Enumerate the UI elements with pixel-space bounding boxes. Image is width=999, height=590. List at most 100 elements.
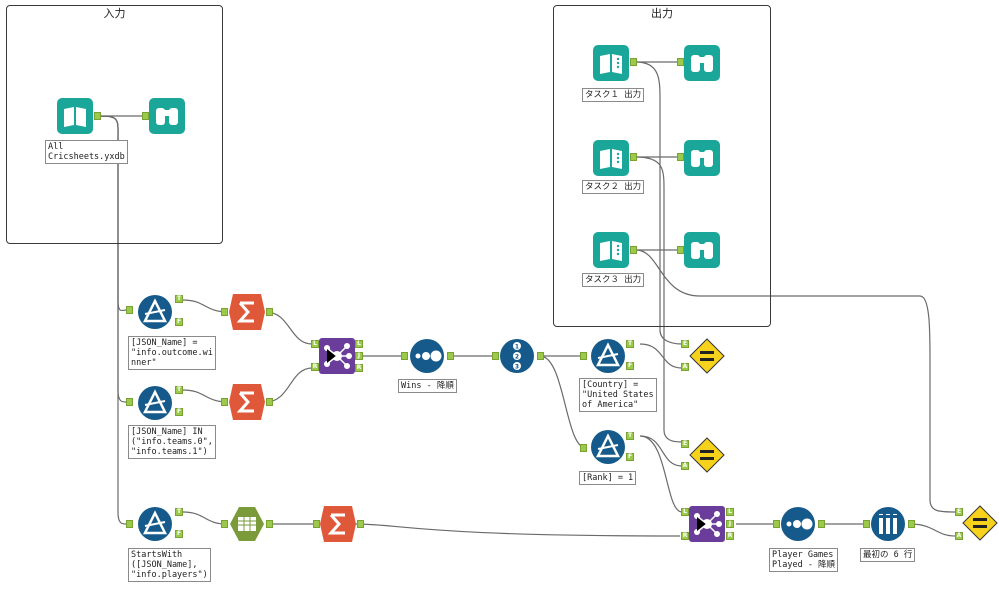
filter1-true-anchor[interactable]: T bbox=[175, 295, 183, 303]
filter1-false-anchor[interactable]: F bbox=[175, 318, 183, 326]
input-file-caption: All Cricsheets.yxdb bbox=[45, 140, 128, 164]
test-tool-2[interactable] bbox=[689, 437, 725, 473]
join2-left-anchor[interactable]: L bbox=[681, 508, 689, 516]
filter3-input-anchor[interactable] bbox=[126, 520, 133, 528]
output-input-tool-1[interactable] bbox=[593, 45, 629, 81]
join2-l-output-anchor[interactable]: L bbox=[726, 508, 734, 516]
output-input-tool-3[interactable] bbox=[593, 232, 629, 268]
sort-tool-1[interactable] bbox=[409, 338, 445, 374]
sample-caption: 最初の 6 行 bbox=[860, 548, 916, 562]
join1-r-output-anchor[interactable]: R bbox=[355, 364, 363, 372]
test3-actual-anchor[interactable]: A bbox=[955, 532, 963, 540]
summarize-tool-3[interactable] bbox=[320, 506, 356, 542]
filter-tool-1[interactable] bbox=[137, 294, 173, 330]
filter2-false-anchor[interactable]: F bbox=[175, 408, 183, 416]
test-tool-3[interactable] bbox=[962, 505, 998, 541]
summarize2-input-anchor[interactable] bbox=[221, 398, 228, 406]
browse-anchor-3[interactable] bbox=[677, 246, 684, 254]
sort-icon bbox=[781, 507, 815, 541]
filter-tool-4[interactable] bbox=[590, 338, 626, 374]
browse-anchor-1[interactable] bbox=[677, 58, 684, 66]
join1-right-anchor[interactable]: R bbox=[311, 363, 319, 371]
filter5-true-anchor[interactable]: T bbox=[626, 432, 634, 440]
input-data-tool[interactable] bbox=[57, 98, 93, 134]
sort2-output-anchor[interactable] bbox=[818, 520, 825, 528]
filter1-caption: [JSON_Name] = "info.outcome.wi nner" bbox=[128, 336, 216, 370]
binoculars-icon bbox=[684, 232, 720, 268]
join-tool-1[interactable] bbox=[319, 338, 355, 374]
summarize2-output-anchor[interactable] bbox=[266, 398, 273, 406]
filter4-false-anchor[interactable]: F bbox=[626, 362, 634, 370]
output-container-title: 出力 bbox=[651, 7, 673, 20]
join1-left-anchor[interactable]: L bbox=[311, 340, 319, 348]
filter2-true-anchor[interactable]: T bbox=[175, 386, 183, 394]
equals-diamond-icon bbox=[962, 505, 998, 541]
filter4-true-anchor[interactable]: T bbox=[626, 340, 634, 348]
browse-tool-2[interactable] bbox=[684, 140, 720, 176]
filter-icon bbox=[138, 386, 172, 420]
summarize1-input-anchor[interactable] bbox=[221, 308, 228, 316]
join-icon bbox=[319, 338, 355, 374]
summarize3-input-anchor[interactable] bbox=[313, 520, 320, 528]
join2-j-output-anchor[interactable]: J bbox=[726, 520, 734, 528]
test1-actual-anchor[interactable]: A bbox=[681, 363, 689, 371]
join2-right-anchor[interactable]: R bbox=[681, 532, 689, 540]
sort-icon bbox=[410, 339, 444, 373]
test-tool-1[interactable] bbox=[689, 338, 725, 374]
test1-expected-anchor[interactable]: E bbox=[681, 340, 689, 348]
filter1-input-anchor[interactable] bbox=[126, 306, 133, 314]
input-container[interactable]: 入力 bbox=[6, 5, 223, 244]
join-tool-2[interactable] bbox=[689, 506, 725, 542]
equals-diamond-icon bbox=[689, 437, 725, 473]
sample-output-anchor[interactable] bbox=[908, 520, 915, 528]
summarize-tool-1[interactable] bbox=[229, 294, 265, 330]
output-input-anchor-3[interactable] bbox=[630, 246, 637, 254]
output-input-anchor-1[interactable] bbox=[630, 58, 637, 66]
summarize-tool-2[interactable] bbox=[229, 384, 265, 420]
summarize1-output-anchor[interactable] bbox=[266, 308, 273, 316]
text-to-columns-output-anchor[interactable] bbox=[266, 520, 273, 528]
sort1-output-anchor[interactable] bbox=[447, 352, 454, 360]
sample-input-anchor[interactable] bbox=[863, 520, 870, 528]
tile-output-anchor[interactable] bbox=[537, 352, 544, 360]
filter3-true-anchor[interactable]: T bbox=[175, 508, 183, 516]
input-output-anchor[interactable] bbox=[94, 112, 101, 120]
filter3-false-anchor[interactable]: F bbox=[175, 530, 183, 538]
filter5-false-anchor[interactable]: F bbox=[626, 453, 634, 461]
numbered-list-icon: 1 2 3 bbox=[500, 339, 534, 373]
browse-anchor-2[interactable] bbox=[677, 153, 684, 161]
sample-tool[interactable] bbox=[870, 506, 906, 542]
tile-tool[interactable]: 1 2 3 bbox=[499, 338, 535, 374]
join1-j-output-anchor[interactable]: J bbox=[355, 352, 363, 360]
book-icon bbox=[593, 45, 629, 81]
browse-input-anchor[interactable] bbox=[142, 112, 149, 120]
browse-tool-3[interactable] bbox=[684, 232, 720, 268]
output-caption-3: タスク３ 出力 bbox=[582, 273, 645, 287]
test3-expected-anchor[interactable]: E bbox=[955, 508, 963, 516]
output-input-anchor-2[interactable] bbox=[630, 153, 637, 161]
text-to-columns-input-anchor[interactable] bbox=[221, 520, 228, 528]
sort1-input-anchor[interactable] bbox=[401, 352, 408, 360]
join1-l-output-anchor[interactable]: L bbox=[355, 340, 363, 348]
filter-tool-2[interactable] bbox=[137, 385, 173, 421]
summarize3-output-anchor[interactable] bbox=[357, 520, 364, 528]
filter2-input-anchor[interactable] bbox=[126, 398, 133, 406]
filter-tool-5[interactable] bbox=[590, 429, 626, 465]
binoculars-icon bbox=[684, 45, 720, 81]
browse-tool-1[interactable] bbox=[684, 45, 720, 81]
output-container[interactable]: 出力 bbox=[553, 5, 771, 327]
filter4-input-anchor[interactable] bbox=[580, 352, 587, 360]
filter-icon bbox=[591, 339, 625, 373]
filter5-input-anchor[interactable] bbox=[580, 444, 587, 452]
test2-expected-anchor[interactable]: E bbox=[681, 440, 689, 448]
browse-tool-input[interactable] bbox=[149, 98, 185, 134]
tile-input-anchor[interactable] bbox=[492, 352, 499, 360]
text-to-columns-tool[interactable] bbox=[229, 506, 265, 542]
sort-tool-2[interactable] bbox=[780, 506, 816, 542]
filter-tool-3[interactable] bbox=[137, 506, 173, 542]
sort2-input-anchor[interactable] bbox=[773, 520, 780, 528]
output-input-tool-2[interactable] bbox=[593, 140, 629, 176]
join2-r-output-anchor[interactable]: R bbox=[726, 532, 734, 540]
test2-actual-anchor[interactable]: A bbox=[681, 462, 689, 470]
